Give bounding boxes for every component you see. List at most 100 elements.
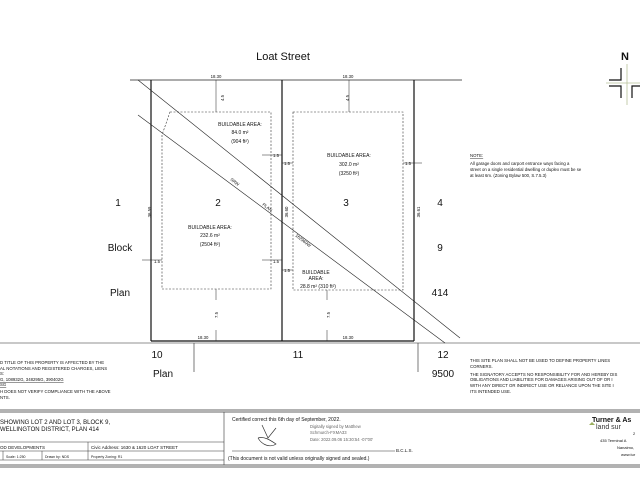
svg-text:AREA:: AREA:: [308, 276, 323, 282]
svg-text:ITS INTENDED USE.: ITS INTENDED USE.: [470, 389, 511, 394]
svg-text:Civic Address: 1630 & 1620 LOA: Civic Address: 1630 & 1620 LOAT STREET: [91, 445, 178, 450]
svg-text:AL NOTATIONS AND REGISTERED CH: AL NOTATIONS AND REGISTERED CHARGES, LIE…: [0, 366, 107, 371]
svg-text:11: 11: [293, 350, 304, 361]
svg-text:(2504 ft²): (2504 ft²): [200, 242, 221, 248]
lot2-upper-area: BUILDABLE AREA: 84.0 m² (904 ft²): [218, 122, 262, 145]
north-arrow-icon: N: [606, 51, 640, 105]
svg-text:NTS.: NTS.: [0, 395, 10, 400]
svg-text:SG: SG: [0, 382, 7, 387]
svg-text:street on a single residential: street on a single residential dwelling …: [470, 167, 582, 172]
lot2-lower-area: BUILDABLE AREA: 232.6 m² (2504 ft²): [188, 225, 232, 248]
lot3-upper-area: BUILDABLE AREA: 302.0 m² (3250 ft²): [327, 153, 371, 177]
svg-text:4: 4: [437, 198, 443, 209]
svg-text:28.8 m² (310 ft²): 28.8 m² (310 ft²): [300, 284, 336, 290]
title-block-left: SHOWING LOT 2 AND LOT 3, BLOCK 9, WELLIN…: [0, 420, 178, 459]
svg-text:12: 12: [437, 350, 449, 361]
svg-text:(This document is not valid un: (This document is not valid unless origi…: [228, 456, 370, 462]
svg-text:10: 10: [151, 350, 163, 361]
svg-text:Block: Block: [108, 243, 133, 254]
neighbor-labels-right: 4 9 414: [432, 198, 449, 299]
zoning-note: NOTE: All garage doors and carport entra…: [470, 153, 582, 178]
svg-text:THE SIGNATORY ACCEPTS NO RESPO: THE SIGNATORY ACCEPTS NO RESPONSIBILITY …: [470, 372, 617, 377]
dimension-labels: 18.30 18.30 18.30 18.30 4.5 4.5 7.5 7.5 …: [147, 74, 421, 340]
svg-text:Certified correct this 6th day: Certified correct this 6th day of Septem…: [232, 417, 341, 423]
svg-text:BUILDABLE: BUILDABLE: [302, 270, 330, 276]
title-block-frame: [0, 409, 640, 468]
svg-text:Plan: Plan: [153, 369, 173, 380]
svg-text:Turner & As: Turner & As: [592, 417, 631, 424]
svg-text:36.61: 36.61: [416, 206, 421, 217]
svg-text:302.0 m²: 302.0 m²: [339, 162, 359, 168]
svg-text:B.C.L.S.: B.C.L.S.: [396, 448, 413, 453]
neighbor-labels-bottom: 10 Plan 11 12 9500: [151, 350, 454, 380]
svg-text:1.5: 1.5: [273, 259, 280, 264]
svg-text:BUILDABLE AREA:: BUILDABLE AREA:: [327, 153, 371, 159]
neighbor-labels-left: 1 Block Plan: [108, 198, 133, 299]
svg-text:Property Zoning: R1: Property Zoning: R1: [91, 455, 122, 459]
svg-text:18.30: 18.30: [211, 74, 222, 79]
svg-text:(904 ft²): (904 ft²): [231, 139, 249, 145]
certification: Certified correct this 6th day of Septem…: [228, 417, 413, 462]
svg-text:Drawn by: NDS: Drawn by: NDS: [45, 455, 70, 459]
lot2-buildable-boundary: [161, 111, 272, 290]
svg-text:Plan: Plan: [110, 288, 130, 299]
svg-text:D TITLE OF THIS PROPERTY IS AF: D TITLE OF THIS PROPERTY IS AFFECTED BY …: [0, 360, 104, 365]
svg-text:36.59: 36.59: [147, 206, 152, 217]
svg-text:WELLINGTON DISTRICT, PLAN 414: WELLINGTON DISTRICT, PLAN 414: [0, 427, 100, 433]
svg-text:1.5: 1.5: [154, 259, 161, 264]
disclaimer: THIS SITE PLAN SHALL NOT BE USED TO DEFI…: [470, 358, 617, 394]
svg-text:414: 414: [432, 288, 449, 299]
svg-text:SHOWING LOT 2 AND LOT 3, BLOCK: SHOWING LOT 2 AND LOT 3, BLOCK 9,: [0, 420, 110, 426]
svg-text:1: 1: [115, 198, 121, 209]
dimension-ticks: [142, 80, 422, 341]
svg-text:Scale: 1:250: Scale: 1:250: [6, 455, 26, 459]
svg-text:4.5: 4.5: [220, 94, 225, 101]
svg-text:84.0 m²: 84.0 m²: [232, 130, 249, 136]
svg-text:(3250 ft²): (3250 ft²): [339, 171, 360, 177]
firm-info: Turner & As land sur 2 435 Terminal A Na…: [589, 417, 636, 457]
svg-text:18.30: 18.30: [343, 74, 354, 79]
svg-text:H DOES NOT VERIFY COMPLIANCE W: H DOES NOT VERIFY COMPLIANCE WITH THE AB…: [0, 389, 111, 394]
svg-text:Date: 2022.09.06 15:30:54 -07': Date: 2022.09.06 15:30:54 -07'00': [310, 437, 373, 442]
svg-text:www.tur: www.tur: [621, 452, 636, 457]
svg-text:G, 108932G, 348295G, 390402G: G, 108932G, 348295G, 390402G: [0, 377, 64, 382]
svg-text:land sur: land sur: [596, 424, 622, 431]
svg-text:THIS SITE PLAN SHALL NOT BE US: THIS SITE PLAN SHALL NOT BE USED TO DEFI…: [470, 358, 610, 363]
lot2-number: 2: [215, 198, 221, 209]
svg-text:BUILDABLE AREA:: BUILDABLE AREA:: [218, 122, 262, 128]
title-notes: D TITLE OF THIS PROPERTY IS AFFECTED BY …: [0, 360, 111, 400]
firm-logo-icon: [589, 422, 595, 425]
svg-text:18.30: 18.30: [198, 335, 209, 340]
neighbor-lines: [0, 342, 640, 372]
svg-text:WITH ANY DIRECT OR INDIRECT US: WITH ANY DIRECT OR INDIRECT USE OR RELIA…: [470, 383, 614, 388]
svg-text:1.5: 1.5: [405, 161, 412, 166]
svg-text:7.5: 7.5: [214, 311, 219, 318]
svg-text:OBLIGATIONS AND LIABILITIES FO: OBLIGATIONS AND LIABILITIES FOR DAMAGES …: [470, 377, 613, 382]
svg-text:9: 9: [437, 243, 443, 254]
svg-text:CORNERS.: CORNERS.: [470, 364, 493, 369]
lot3-lower-area: BUILDABLE AREA: 28.8 m² (310 ft²): [300, 270, 336, 290]
svg-text:at least 6m. (Zoning Bylaw 500: at least 6m. (Zoning Bylaw 500, S.7.5.3): [470, 173, 547, 178]
svg-text:36.60: 36.60: [284, 206, 289, 217]
svg-text:Nanaimo,: Nanaimo,: [617, 445, 634, 450]
srw-plan-number: 162969W: [294, 233, 312, 249]
lot3-buildable-boundary: [292, 111, 404, 291]
svg-text:All garage doors and carport e: All garage doors and carport entrance wa…: [470, 161, 570, 166]
svg-text:2: 2: [633, 431, 636, 436]
svg-text:OD DEVELOPMENTS: OD DEVELOPMENTS: [0, 445, 45, 450]
svg-text:4.5: 4.5: [345, 94, 350, 101]
srw-label: SRW: [229, 177, 241, 188]
svg-text:NOTE:: NOTE:: [470, 153, 483, 158]
lot3-number: 3: [343, 198, 349, 209]
svg-text:S:: S:: [0, 371, 4, 376]
svg-text:232.6 m²: 232.6 m²: [200, 233, 220, 239]
svg-text:435 Terminal A: 435 Terminal A: [600, 438, 627, 443]
lot-boundaries: [150, 80, 415, 342]
srw-plan-label: PLAN: [261, 202, 273, 213]
svg-text:1.5: 1.5: [284, 268, 291, 273]
svg-text:Digitally signed by Matthew: Digitally signed by Matthew: [310, 424, 362, 429]
svg-text:1.5: 1.5: [284, 161, 291, 166]
svg-text:7.5: 7.5: [326, 311, 331, 318]
svg-text:1.5: 1.5: [273, 153, 280, 158]
